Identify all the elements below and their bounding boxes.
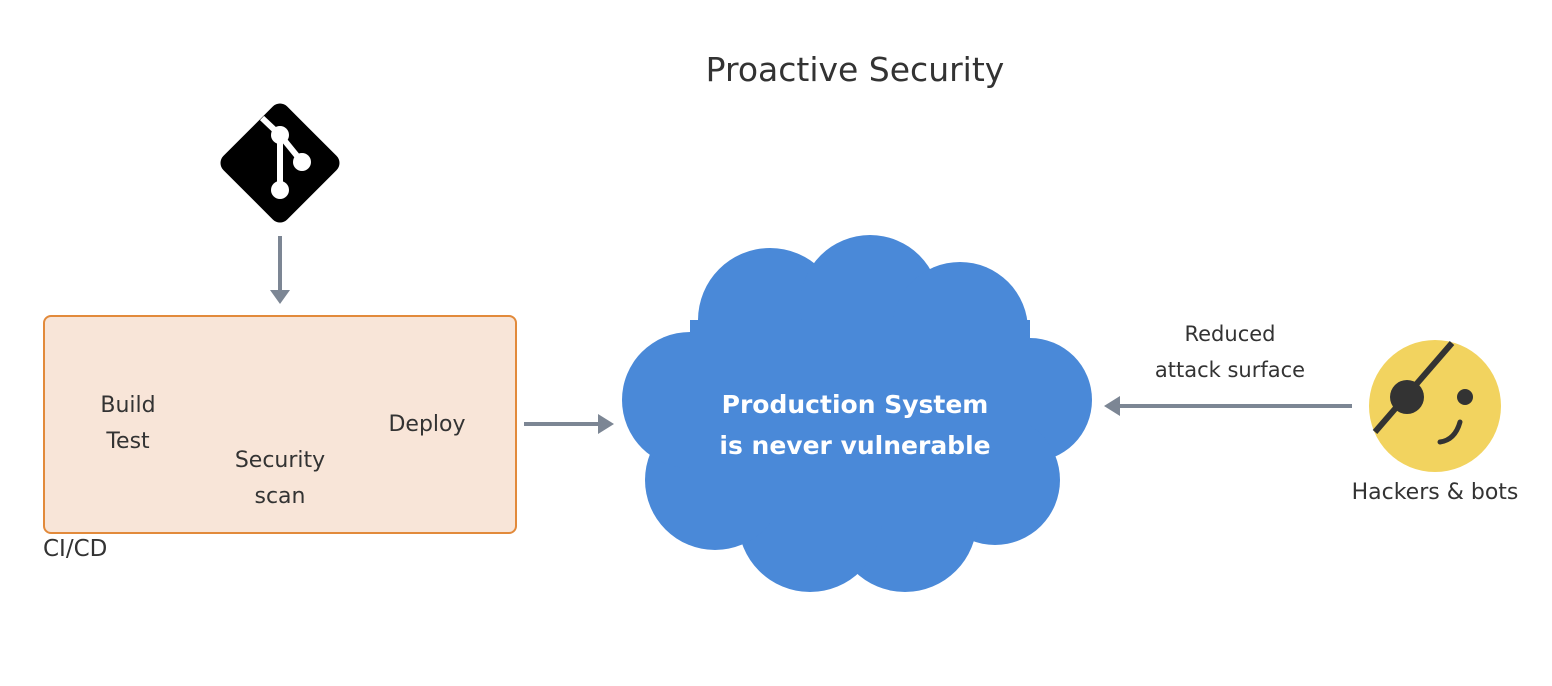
diagram-title: Proactive Security	[705, 50, 1005, 89]
production-system-label: Production System is never vulnerable	[680, 384, 1030, 466]
production-line-2: is never vulnerable	[719, 431, 991, 460]
cicd-pipeline-box	[43, 315, 517, 534]
security-label: Security	[234, 448, 326, 473]
cloud-icon	[622, 235, 1092, 592]
production-line-1: Production System	[721, 390, 989, 419]
hackers-bots-label: Hackers & bots	[1351, 480, 1519, 505]
reduced-attack-surface-label: Reduced attack surface	[1130, 316, 1330, 388]
pirate-face-icon	[1369, 340, 1501, 472]
reduced-line-2: attack surface	[1154, 358, 1306, 382]
build-test-label: Build Test	[86, 388, 170, 460]
reduced-line-1: Reduced	[1184, 322, 1276, 346]
arrow-git-to-cicd	[270, 236, 290, 304]
cicd-label: CI/CD	[43, 536, 108, 562]
scan-label: scan	[254, 484, 306, 509]
test-label: Test	[106, 429, 150, 454]
deploy-label: Deploy	[388, 412, 466, 437]
git-icon	[220, 103, 340, 223]
arrow-cicd-to-cloud	[524, 414, 614, 434]
arrow-hackers-to-cloud	[1104, 396, 1352, 416]
build-label: Build	[100, 393, 156, 418]
security-scan-label: Security scan	[212, 443, 348, 515]
